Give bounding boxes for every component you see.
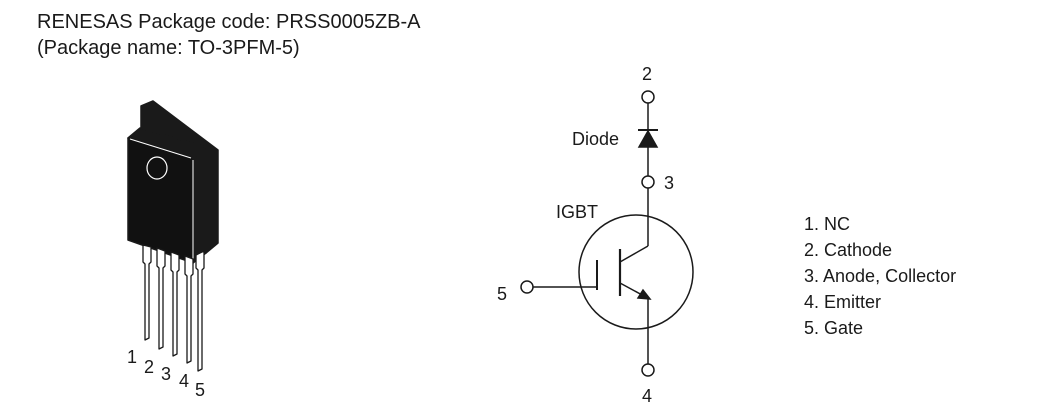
terminal-4-circle (641, 363, 655, 377)
package-illustration: 1 2 3 4 5 (127, 100, 219, 400)
package-pin-3-label: 3 (161, 364, 171, 384)
package-body-side (192, 146, 207, 264)
package-pin-2-label: 2 (144, 357, 154, 377)
terminal-2-circle (641, 90, 655, 104)
schematic-symbol: 2 Diode 3 IGBT 5 4 (497, 64, 694, 406)
package-pin-1-label: 1 (127, 347, 137, 367)
terminal-5-label: 5 (497, 284, 507, 304)
terminal-2-label: 2 (642, 64, 652, 84)
pin-list-item: 1. NC (804, 214, 851, 234)
package-name-text: (Package name: TO-3PFM-5) (37, 37, 300, 59)
pin-list-item: 4. Emitter (804, 292, 882, 312)
terminal-3-label: 3 (664, 173, 674, 193)
diode-triangle (637, 129, 659, 148)
diode-label: Diode (572, 129, 619, 149)
package-pin-5-label: 5 (195, 380, 205, 400)
pin-function-list: 1. NC 2. Cathode 3. Anode, Collector 4. … (804, 211, 956, 341)
terminal-4-label: 4 (642, 386, 652, 406)
terminal-5-circle (520, 280, 534, 294)
package-leads (142, 244, 205, 372)
pin-list-item: 2. Cathode (804, 240, 893, 260)
pin-list-item: 3. Anode, Collector (804, 266, 957, 286)
terminal-3-circle (641, 175, 655, 189)
package-code-text: RENESAS Package code: PRSS0005ZB-A (37, 11, 421, 33)
package-pin-4-label: 4 (179, 371, 189, 391)
igbt-circle (578, 214, 694, 330)
mounting-hole (146, 156, 168, 180)
igbt-label: IGBT (556, 202, 598, 222)
pin-list-item: 5. Gate (804, 318, 864, 338)
package-header: RENESAS Package code: PRSS0005ZB-A (Pack… (37, 9, 421, 61)
package-body-front (127, 137, 194, 264)
emitter-arrow (636, 288, 652, 300)
